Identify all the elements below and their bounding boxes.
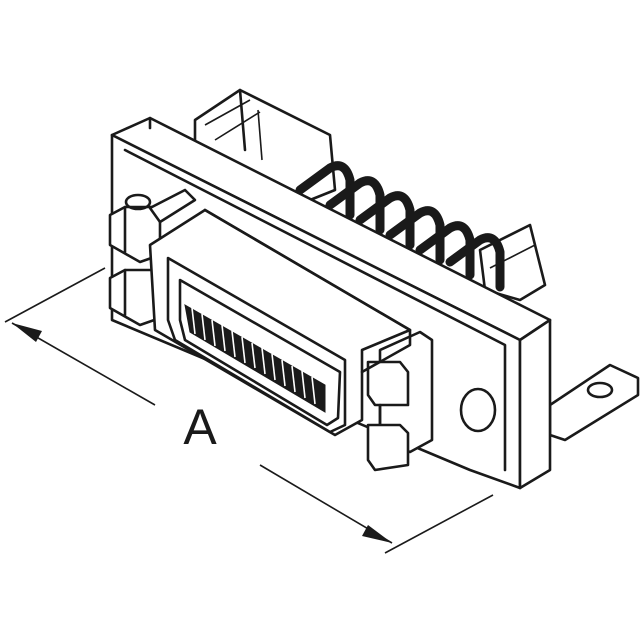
contact-slots	[184, 304, 326, 413]
arrowhead-right	[362, 525, 392, 543]
right-clips	[366, 330, 434, 472]
extension-line-right	[384, 494, 494, 554]
mounting-hole	[459, 387, 497, 433]
mounting-flange	[548, 363, 640, 442]
contact-pins	[295, 161, 505, 292]
left-clips	[108, 188, 197, 327]
dimension-label: A	[183, 399, 217, 455]
dimension-a: A	[4, 267, 494, 554]
arrowhead-left	[12, 323, 42, 342]
extension-line-left	[4, 267, 106, 323]
